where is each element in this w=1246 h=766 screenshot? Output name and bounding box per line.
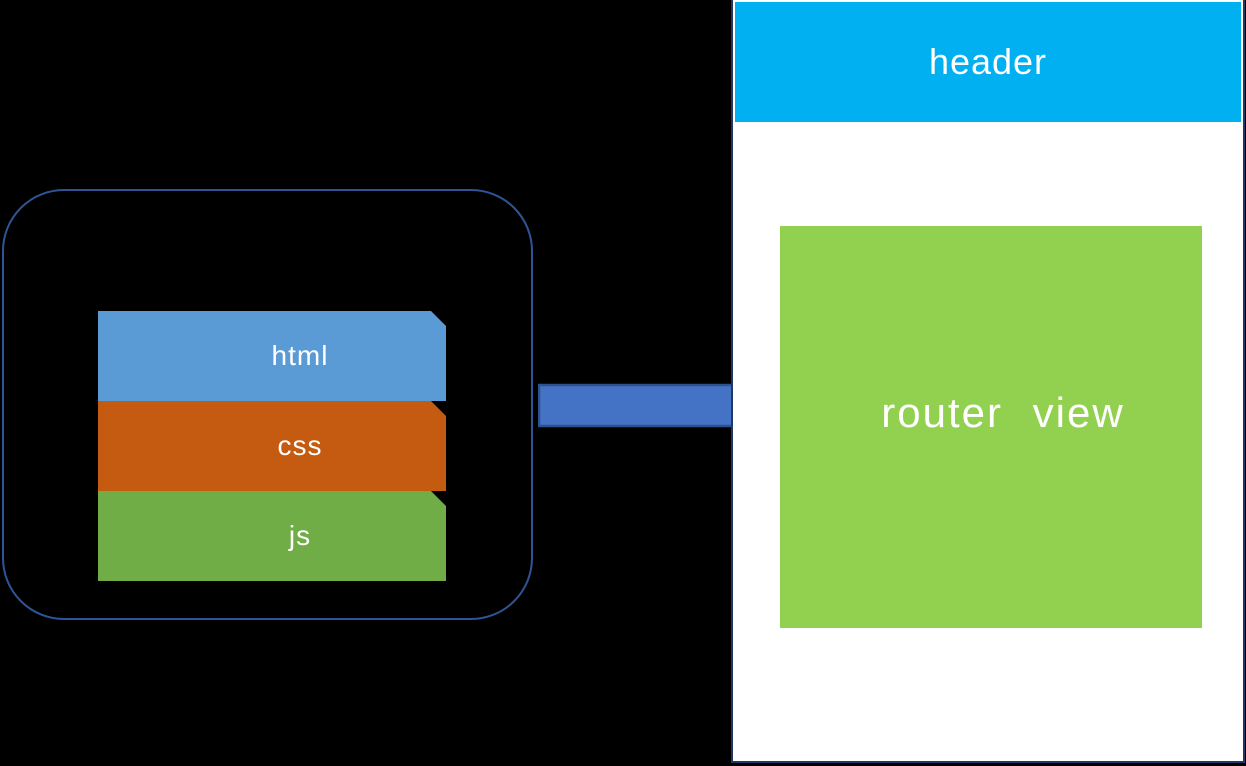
source-group-outline (2, 189, 533, 620)
js-bar: js (98, 491, 446, 581)
router-view-box: router view (780, 226, 1202, 628)
panel-header-label: header (928, 41, 1048, 82)
router-view-label: router view (881, 389, 1125, 436)
source-bar-stack: html css js (98, 311, 446, 581)
html-bar-label: html (271, 340, 329, 371)
css-bar: css (98, 401, 446, 491)
js-bar-label: js (288, 520, 312, 551)
css-bar-label: css (277, 430, 323, 461)
panel-header: header (735, 2, 1241, 122)
html-bar: html (98, 311, 446, 401)
